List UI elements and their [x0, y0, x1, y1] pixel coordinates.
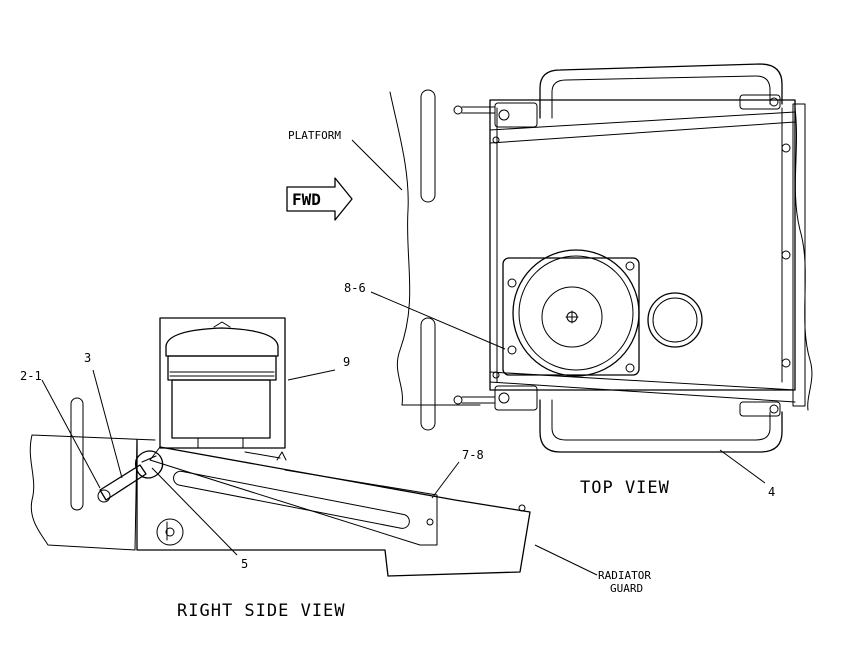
callout-2-1-leader	[41, 379, 101, 489]
right-side-view-drawing: 2-1 3 9 7-8 5 RADIATOR GUARD RIGHT SIDE …	[20, 317, 651, 621]
callout-7-8-leader	[431, 461, 460, 499]
radiator-guard-bottom-inner	[551, 399, 771, 441]
radiator-guard-top-inner	[551, 75, 771, 119]
fwd-arrow	[286, 177, 353, 221]
radiator-guard-label-line1: RADIATOR	[598, 569, 651, 582]
callout-8-6-leader	[370, 291, 506, 350]
callout-5-leader	[151, 467, 238, 556]
callout-5: 5	[241, 557, 248, 571]
platform-label: PLATFORM	[288, 129, 341, 142]
top-view-drawing: FWD PLATFORM 8-6 4 TOP VIEW	[286, 63, 813, 499]
side-radiator-guard-plate	[149, 446, 438, 546]
mounting-plate	[489, 99, 806, 407]
top-view-title: TOP VIEW	[580, 478, 670, 498]
plate-bolts	[492, 136, 791, 379]
radiator-cap	[156, 518, 184, 546]
platform-leader	[351, 139, 403, 191]
platform-slot-lower	[420, 317, 436, 431]
callout-4-leader	[719, 449, 766, 484]
radiator-guard-label-line2: GUARD	[610, 582, 643, 595]
callout-4: 4	[768, 485, 775, 499]
radiator-guard-top-outline	[539, 63, 783, 119]
callout-7-8: 7-8	[462, 448, 484, 462]
callout-3-leader	[92, 369, 123, 479]
side-guard-bolt-2	[518, 504, 526, 512]
callout-9-leader	[287, 369, 336, 381]
lower-strap	[453, 385, 781, 417]
radiator-guard-leader	[534, 544, 598, 576]
air-cleaner-side	[159, 317, 287, 461]
platform-break-line-left	[389, 91, 411, 406]
radiator-guard-bottom-outline	[539, 399, 783, 453]
right-side-view-title: RIGHT SIDE VIEW	[177, 601, 346, 621]
callout-2-1: 2-1	[20, 369, 42, 383]
side-guard-slot	[173, 470, 410, 529]
side-platform-slot	[70, 397, 84, 511]
callout-9: 9	[343, 355, 350, 369]
platform-slot-upper	[420, 89, 436, 203]
air-cleaner-top	[502, 249, 703, 377]
fwd-label: FWD	[292, 190, 321, 209]
platform-break-line-right	[794, 107, 813, 411]
side-platform-outline	[29, 434, 156, 551]
side-guard-bolt	[426, 518, 434, 526]
callout-8-6: 8-6	[344, 281, 366, 295]
side-radiator-guard-body	[136, 439, 531, 577]
callout-3: 3	[84, 351, 91, 365]
clamp-assembly	[97, 450, 164, 503]
